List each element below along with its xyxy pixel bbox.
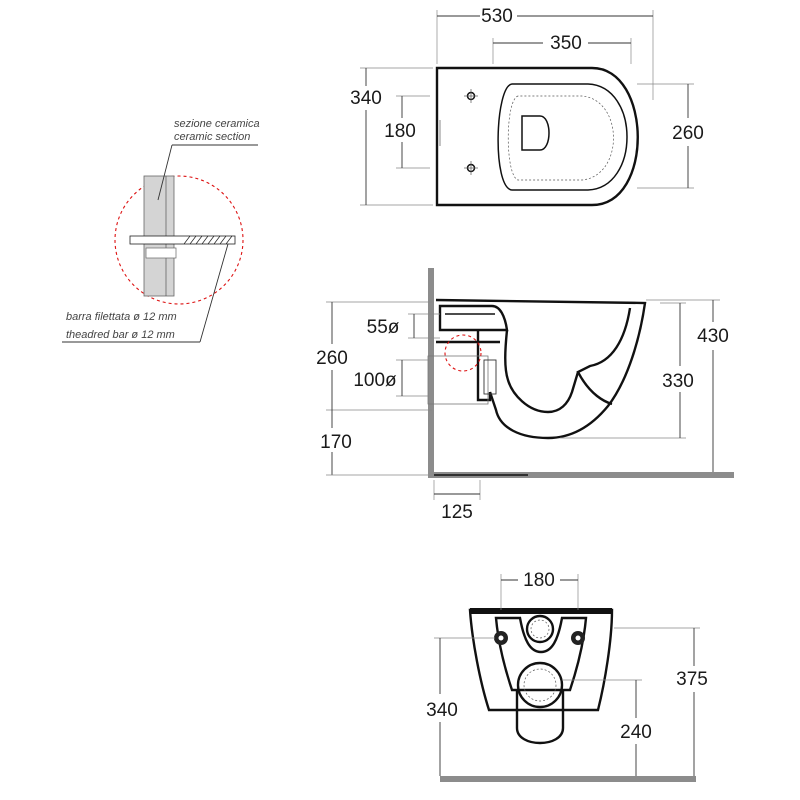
dim-side-floor-to-outlet: 170 [320,432,352,453]
front-outlet-pipe [515,690,565,745]
top-view-outline [435,66,639,207]
top-view: 530 350 340 180 260 [350,6,704,207]
dim-side-outlet-height: 260 [316,348,348,369]
dim-front-floor-to-fixing: 340 [426,700,458,721]
side-wall [428,268,434,478]
side-outlet-box [427,355,489,405]
label-ceramic-en: ceramic section [174,131,250,143]
dim-side-outlet-diameter: 100ø [353,370,397,391]
front-floor [440,776,696,782]
side-outlet-pipe [436,330,500,402]
dim-top-depth-total: 340 [350,88,382,109]
fixing-detail: sezione ceramica ceramic section barra f… [62,118,260,343]
dim-side-bowl-height: 330 [662,371,694,392]
label-bar-en: theadred bar ø 12 mm [66,329,175,341]
dim-side-total-height: 430 [697,326,729,347]
label-bar-it: barra filettata ø 12 mm [66,311,177,323]
dim-front-outlet-height: 240 [620,722,652,743]
side-bowl-outline [435,298,647,440]
front-bowl-outline [468,608,614,712]
dim-top-width-total: 530 [481,6,513,27]
front-view: 180 340 375 240 [426,570,708,782]
side-view: 55ø 100ø 260 170 125 430 330 [316,268,734,523]
dim-front-total-height: 375 [676,669,708,690]
side-detail-marker [444,334,482,372]
side-bowl-inner [576,307,632,406]
label-ceramic-it: sezione ceramica [174,118,260,130]
top-view-hinge [521,115,550,151]
front-top-face [470,608,612,614]
front-inner-shape [494,616,588,692]
side-inlet [438,304,509,332]
top-view-seat [497,83,628,191]
dim-top-width-inner: 350 [550,33,582,54]
top-view-bowl-inner [507,95,614,181]
detail-threaded-bar [129,235,236,245]
side-trap [504,329,580,414]
front-inlet [525,614,555,644]
detail-circle [114,175,244,305]
dim-side-inlet-diameter: 55ø [367,317,400,338]
dim-top-fixing-spacing: 180 [384,121,416,142]
dim-top-bowl-width: 260 [672,123,704,144]
front-outlet [516,661,564,709]
dim-front-fixing-spacing: 180 [523,570,555,591]
dim-side-outlet-offset: 125 [441,502,473,523]
side-floor [428,472,734,478]
